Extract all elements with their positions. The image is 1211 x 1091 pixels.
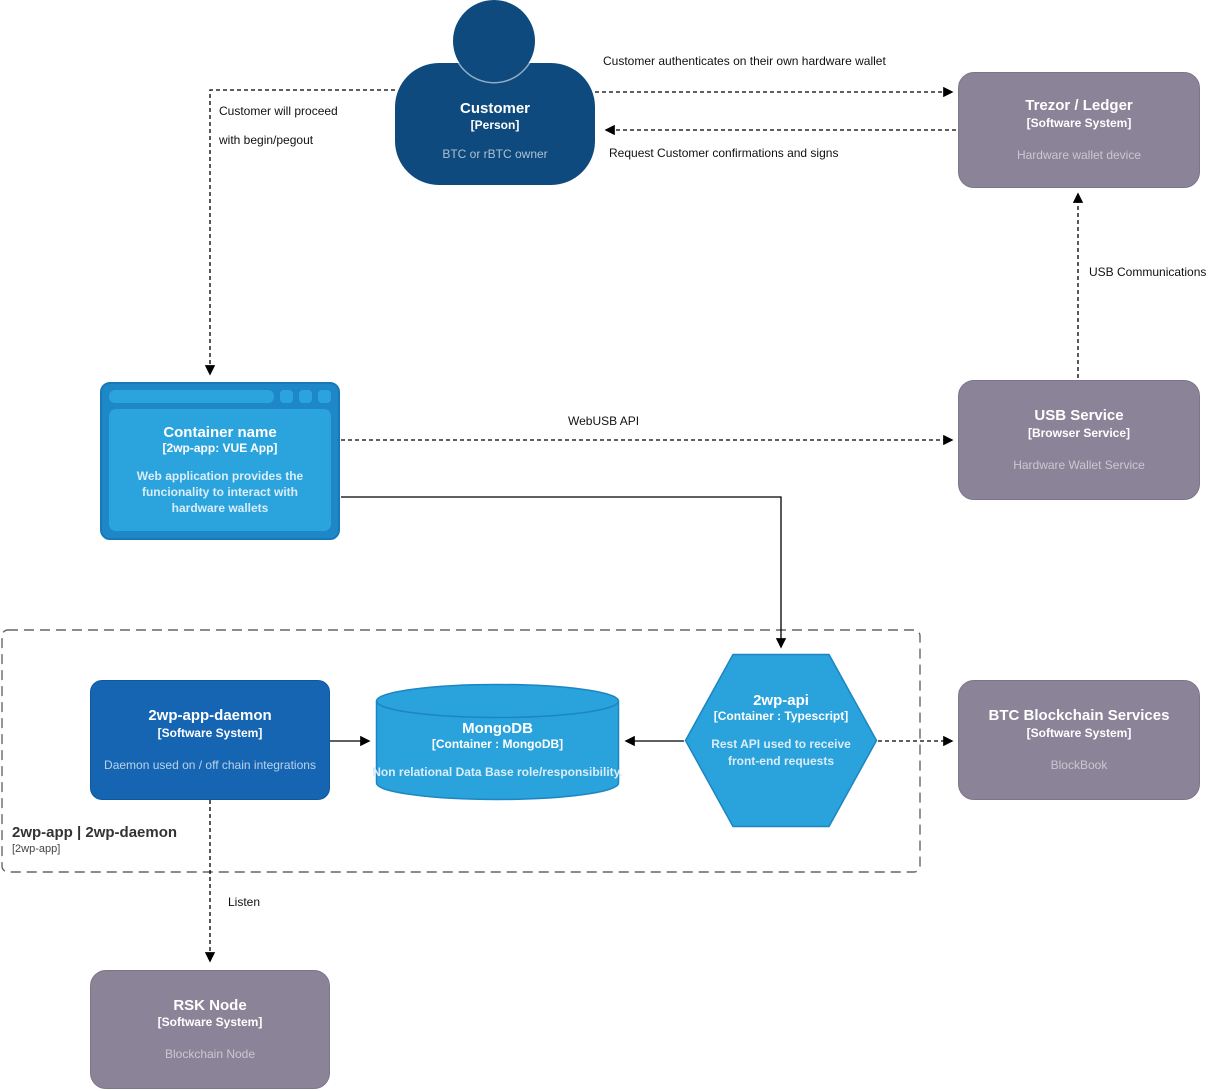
edge-label-listen: Listen [225, 895, 264, 909]
node-webapp-container[interactable]: Container name [2wp-app: VUE App] Web ap… [100, 382, 340, 540]
node-subtitle: [2wp-app: VUE App] [162, 440, 278, 455]
node-trezor-ledger[interactable]: Trezor / Ledger [Software System] Hardwa… [958, 72, 1200, 188]
hexagon-shape-icon [684, 653, 878, 828]
browser-button-icon [280, 390, 293, 403]
node-title: 2wp-app-daemon [148, 707, 272, 725]
node-mongodb[interactable]: MongoDB [Container : MongoDB] Non relati… [372, 683, 623, 801]
node-subtitle: [Container : Typescript] [713, 709, 849, 724]
shape-text: MongoDB [Container : MongoDB] Non relati… [372, 709, 623, 791]
node-subtitle: [Browser Service] [1027, 425, 1131, 440]
node-customer[interactable]: Customer [Person] BTC or rBTC owner [395, 63, 595, 185]
node-title: Customer [459, 99, 530, 117]
node-title: BTC Blockchain Services [988, 707, 1170, 725]
node-description: Rest API used to receive front-end reque… [711, 737, 851, 768]
customer-person-head [453, 0, 535, 82]
node-btc-blockchain-services[interactable]: BTC Blockchain Services [Software System… [958, 680, 1200, 800]
browser-button-icon [299, 390, 312, 403]
edge-customer-to-webapp [204, 89, 395, 376]
node-description: Non relational Data Base role/responsibi… [372, 764, 623, 779]
node-subtitle: [Software System] [1026, 725, 1132, 740]
node-description: BTC or rBTC owner [442, 147, 548, 162]
node-subtitle: [Person] [470, 118, 520, 133]
node-description: Web application provides the funcionalit… [136, 468, 304, 516]
node-subtitle: [Software System] [1026, 115, 1132, 130]
node-2wp-api[interactable]: 2wp-api [Container : Typescript] Rest AP… [684, 653, 878, 828]
boundary-2wp-app [1, 629, 921, 873]
node-description: BlockBook [1050, 757, 1108, 772]
node-title: Trezor / Ledger [1025, 97, 1133, 115]
node-title: MongoDB [462, 719, 533, 737]
node-description: Blockchain Node [164, 1047, 256, 1062]
node-title: RSK Node [173, 996, 247, 1014]
node-subtitle: [Container : MongoDB] [431, 736, 564, 751]
node-usb-service[interactable]: USB Service [Browser Service] Hardware W… [958, 380, 1200, 500]
boundary-label: 2wp-app | 2wp-daemon [2wp-app] [12, 824, 177, 855]
edge-label-usb-communications: USB Communications [1086, 265, 1210, 279]
edge-label-request-sign: Request Customer confirmations and signs [606, 146, 842, 160]
edge-webapp-to-api [341, 496, 787, 649]
node-2wp-app-daemon[interactable]: 2wp-app-daemon [Software System] Daemon … [90, 680, 330, 800]
node-title: Container name [163, 423, 277, 441]
boundary-title: 2wp-app | 2wp-daemon [12, 824, 178, 841]
browser-address-bar [109, 390, 274, 403]
node-description: Daemon used on / off chain integrations [104, 757, 316, 772]
node-description: Hardware Wallet Service [1013, 457, 1145, 472]
edge-label-webusb-api: WebUSB API [565, 414, 643, 428]
edge-label-proceed-line2: with begin/pegout [216, 133, 317, 147]
node-rsk-node[interactable]: RSK Node [Software System] Blockchain No… [90, 970, 330, 1089]
edge-label-authenticate: Customer authenticates on their own hard… [600, 54, 889, 68]
edge-label-proceed-line1: Customer will proceed [216, 104, 341, 118]
boundary-subtitle: [2wp-app] [12, 843, 61, 855]
node-title: 2wp-api [753, 692, 809, 710]
database-cylinder-icon [375, 683, 620, 801]
node-subtitle: [Software System] [157, 725, 263, 740]
node-subtitle: [Software System] [157, 1015, 263, 1030]
node-title: USB Service [1034, 407, 1124, 425]
node-description: Hardware wallet device [1016, 147, 1142, 162]
browser-topbar [102, 384, 338, 407]
browser-content: Container name [2wp-app: VUE App] Web ap… [109, 409, 331, 531]
browser-button-icon [318, 390, 331, 403]
shape-text: 2wp-api [Container : Typescript] Rest AP… [684, 653, 878, 808]
